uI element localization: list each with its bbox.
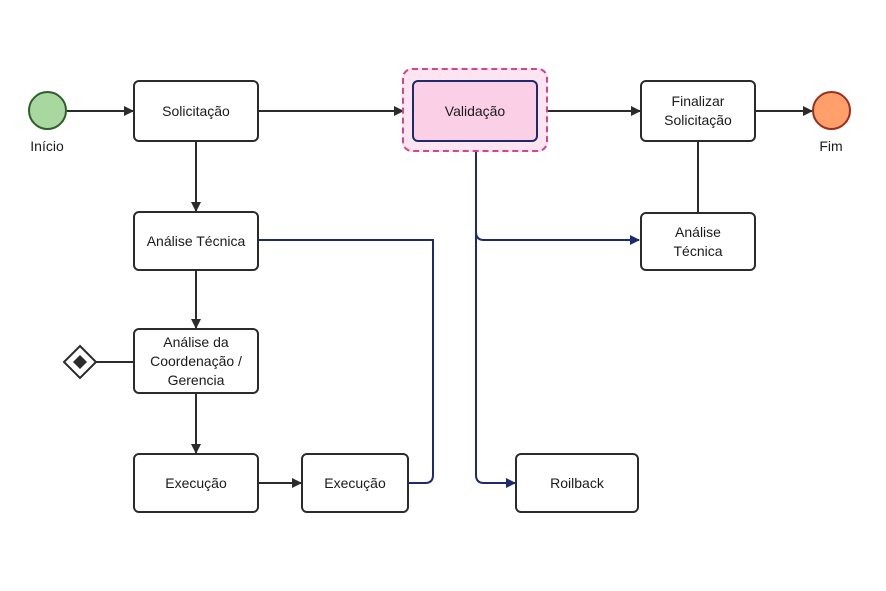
gateway-diamond-icon[interactable]	[62, 344, 98, 380]
node-validacao[interactable]: Validação	[412, 80, 538, 142]
node-solicitacao[interactable]: Solicitação	[133, 80, 259, 142]
edge-analise-left-to-execucao2	[259, 239, 434, 484]
start-event-label: Início	[30, 138, 64, 154]
node-rollback[interactable]: Roilback	[515, 453, 639, 513]
edge-validacao-to-analise-right	[475, 142, 640, 245]
node-analise-tecnica-right[interactable]: Análise Técnica	[640, 212, 756, 271]
start-event[interactable]	[28, 91, 67, 130]
node-analise-tecnica-left[interactable]: Análise Técnica	[133, 211, 259, 271]
node-finalizar-solicitacao[interactable]: Finalizar Solicitação	[640, 80, 756, 142]
node-execucao-2[interactable]: Execução	[301, 453, 409, 513]
node-analise-coordenacao[interactable]: Análise da Coordenação / Gerencia	[133, 328, 259, 394]
edge-validacao-to-rollback	[475, 232, 516, 488]
node-execucao-1[interactable]: Execução	[133, 453, 259, 513]
end-event-label: Fim	[819, 138, 843, 154]
end-event[interactable]	[812, 91, 851, 130]
